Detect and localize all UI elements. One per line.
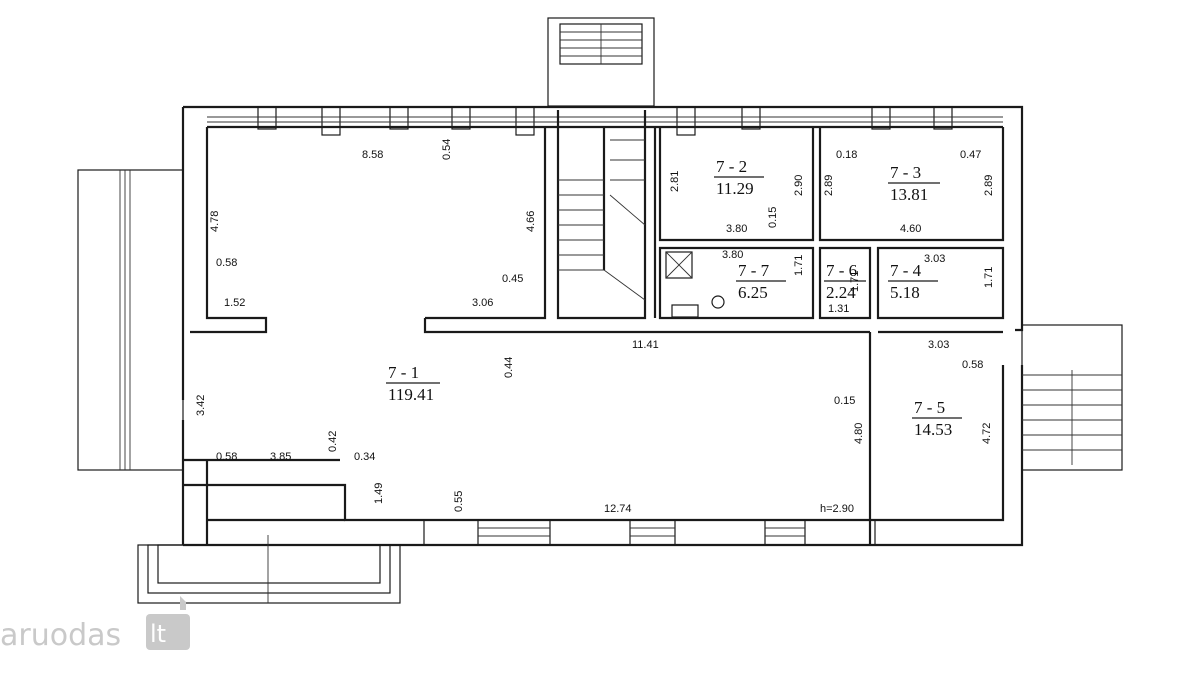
room-name: 7 - 1	[388, 363, 419, 382]
room-label-7-2: 7 - 2 11.29	[714, 157, 764, 198]
dimension-label: 11.41	[632, 339, 659, 351]
room-area: 6.25	[738, 283, 768, 302]
dimension-label: 0.47	[960, 149, 981, 161]
dimension-label: 1.49	[373, 483, 385, 504]
room-name: 7 - 4	[890, 261, 922, 280]
dimension-label: 4.78	[209, 211, 221, 232]
dimension-label: 3.85	[270, 451, 291, 463]
dimension-label: 4.72	[981, 423, 993, 444]
dimension-label: 0.55	[453, 491, 465, 512]
dimension-label: 3.03	[924, 253, 945, 265]
dimension-label: 0.58	[216, 257, 237, 269]
dimension-label: 12.74	[604, 503, 632, 515]
room-area: 5.18	[890, 283, 920, 302]
house-icon	[146, 614, 190, 650]
dimension-label: 4.80	[853, 423, 865, 444]
dimension-label: 1.52	[224, 297, 245, 309]
dimension-label: 1.71	[793, 255, 805, 276]
dimension-label: 0.15	[834, 395, 855, 407]
dimension-label: 2.89	[983, 175, 995, 196]
dimension-label: 0.44	[503, 357, 515, 378]
dimension-label: 0.58	[216, 451, 237, 463]
ramp-left	[77, 169, 184, 471]
interior-walls	[183, 110, 1005, 545]
dimension-label: 8.58	[362, 149, 383, 161]
dimension-label: 0.42	[327, 431, 339, 452]
room-area: 119.41	[388, 385, 434, 404]
dimension-label: 1.71	[983, 267, 995, 288]
watermark-suffix: lt	[150, 620, 166, 648]
watermark-text: aruodas	[0, 618, 121, 653]
room-label-7-5: 7 - 5 14.53	[912, 398, 962, 439]
staircase-bottom	[137, 535, 401, 604]
dimension-label: 3.80	[722, 249, 743, 261]
dimension-label: 2.81	[669, 171, 681, 192]
dimension-label: 0.34	[354, 451, 375, 463]
dimension-labels: 8.58 0.54 4.78 0.58 4.66 0.45 1.52 3.06 …	[195, 139, 995, 515]
dimension-label: 4.66	[525, 211, 537, 232]
dimension-label: 0.54	[441, 139, 453, 160]
dimension-label: 2.90	[793, 175, 805, 196]
dimension-label: 1.31	[828, 303, 849, 315]
watermark: aruodas lt	[0, 596, 190, 653]
dimension-label: 1.71	[849, 271, 861, 292]
chimney-icon	[180, 596, 186, 610]
window-pillars	[207, 106, 1003, 546]
staircase-right	[1021, 324, 1123, 471]
room-name: 7 - 6	[826, 261, 857, 280]
dimension-label: 3.06	[472, 297, 493, 309]
dimension-label: 3.80	[726, 223, 747, 235]
staircase-center	[558, 139, 646, 301]
dimension-label: 0.18	[836, 149, 857, 161]
dimension-label: 3.42	[195, 395, 207, 416]
room-area: 13.81	[890, 185, 928, 204]
dimension-label: 0.58	[962, 359, 983, 371]
bathroom-fixtures	[665, 251, 725, 318]
dimension-label: 0.45	[502, 273, 523, 285]
room-name: 7 - 7	[738, 261, 770, 280]
dimension-label: 0.15	[767, 207, 779, 228]
dimension-label: 3.03	[928, 339, 949, 351]
room-label-7-4: 7 - 4 5.18	[888, 261, 938, 302]
room-label-7-3: 7 - 3 13.81	[888, 163, 940, 204]
dimension-label: 2.89	[823, 175, 835, 196]
room-area: 2.24	[826, 283, 856, 302]
room-area: 11.29	[716, 179, 754, 198]
staircase-top	[547, 17, 655, 107]
dimension-label: 4.60	[900, 223, 921, 235]
room-label-7-1: 7 - 1 119.41	[386, 363, 440, 404]
room-name: 7 - 3	[890, 163, 921, 182]
room-area: 14.53	[914, 420, 952, 439]
room-name: 7 - 5	[914, 398, 945, 417]
room-name: 7 - 2	[716, 157, 747, 176]
dimension-label: h=2.90	[820, 503, 854, 515]
room-label-7-6: 7 - 6 2.24	[824, 261, 866, 302]
room-label-7-7: 7 - 7 6.25	[736, 261, 786, 302]
